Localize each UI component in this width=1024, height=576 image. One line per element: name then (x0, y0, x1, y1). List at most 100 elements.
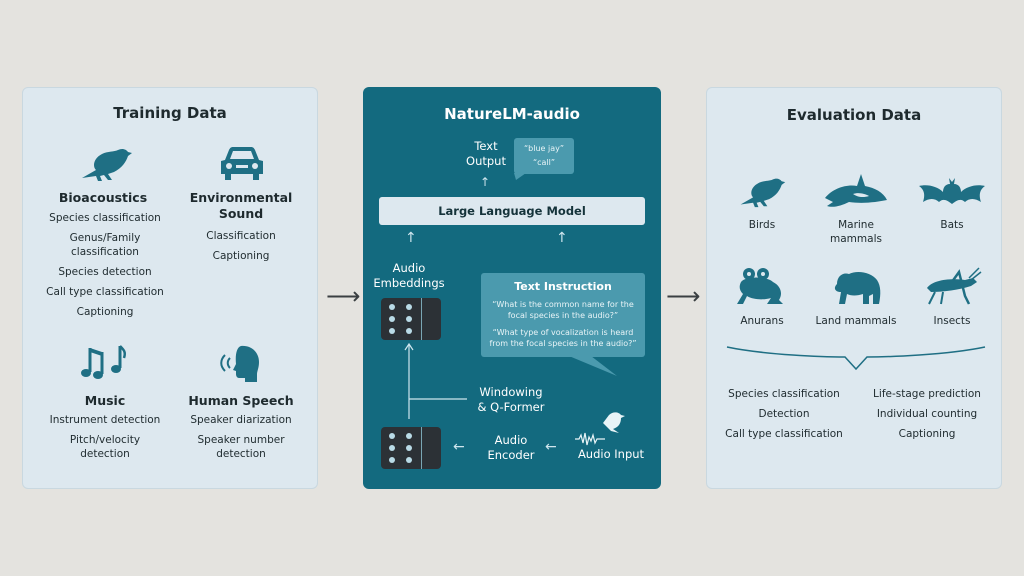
large-language-model-box: Large Language Model (379, 197, 645, 225)
model-title: NatureLM-audio (444, 105, 580, 123)
windowing-line: & Q-Former (477, 400, 545, 414)
arrow-right-icon: ⟶ (326, 282, 361, 310)
eval-task: Life-stage prediction (873, 388, 981, 400)
chimpanzee-icon (834, 272, 881, 304)
vertical-flow-line (404, 342, 414, 419)
training-data-panel: Training Data Bioacoustics Species class… (22, 87, 318, 489)
audio-encoder-label: Audio Encoder (481, 433, 541, 463)
encoder-dot (389, 445, 395, 451)
bio-item: Call type classification (46, 286, 164, 298)
output-example: “call” (532, 158, 556, 167)
environmental-list: Classification Captioning (183, 229, 299, 263)
evaluation-data-panel: Evaluation Data Birds Marine mammals Bat… (706, 87, 1002, 489)
embedding-dot (406, 304, 412, 310)
encoder-dot (406, 445, 412, 451)
bird-waveform-icon (575, 412, 625, 446)
instruction-question: focal species in the audio?” (507, 311, 619, 320)
encoder-dot (389, 433, 395, 439)
bird-icon (740, 178, 786, 208)
arrow-left-icon: ← (453, 439, 465, 455)
windowing-line: Windowing (479, 385, 543, 399)
audio-embeddings-label: Audio Embeddings (369, 261, 449, 291)
env-title-line: Sound (218, 206, 264, 221)
instruction-question: from the focal species in the audio?” (489, 339, 637, 348)
eval-tasks-left: Species classification Detection Call ty… (715, 384, 853, 444)
env-item: Classification (206, 230, 276, 242)
music-list: Instrument detection Pitch/velocity dete… (43, 413, 167, 461)
embedding-dot (389, 328, 395, 334)
encoder-dot (406, 457, 412, 463)
eval-task: Species classification (728, 388, 840, 400)
windowing-qformer-label: Windowing & Q-Former (469, 385, 553, 415)
bat-icon (919, 178, 985, 204)
curly-brace (726, 346, 986, 371)
text-output-label: Text Output (451, 139, 521, 169)
bio-item: Species detection (58, 266, 152, 278)
bio-item: classification (71, 246, 139, 258)
env-item: Captioning (212, 250, 270, 262)
music-label: Music (84, 393, 126, 408)
embedding-dot (406, 328, 412, 334)
embedding-dot (406, 316, 412, 322)
bubble-tail (514, 173, 526, 180)
encoder-line: Audio (494, 433, 528, 447)
speech-item: Speaker diarization (190, 414, 292, 426)
bioacoustics-list: Species classification Genus/Family clas… (43, 211, 167, 319)
environmental-sound-label: Environmental Sound (183, 190, 299, 222)
animal-label-line: Marine (838, 219, 874, 231)
animal-label: Birds (748, 219, 776, 231)
arrow-left-icon: ← (545, 439, 557, 455)
audio-encoder-block (381, 427, 441, 469)
eval-task: Detection (758, 408, 810, 420)
speech-item: Speaker number (197, 434, 285, 446)
encoder-line: Encoder (487, 448, 535, 462)
horizontal-flow-line (409, 398, 467, 400)
evaluation-data-title: Evaluation Data (786, 106, 922, 124)
text-instruction-bubble: Text Instruction “What is the common nam… (481, 273, 645, 357)
encoder-separator (421, 427, 422, 469)
music-notes-icon (81, 345, 127, 379)
animal-label: Bats (940, 219, 964, 231)
audio-emb-line: Embeddings (373, 276, 445, 290)
grasshopper-icon (927, 267, 982, 305)
animal-label: Insects (933, 315, 971, 327)
bioacoustics-label: Bioacoustics (58, 190, 148, 205)
animal-label: Anurans (740, 315, 784, 327)
animal-label: Land mammals (815, 315, 897, 327)
animal-label-line: mammals (830, 233, 882, 245)
car-icon (221, 147, 263, 180)
orca-icon (825, 174, 887, 207)
instruction-question: “What type of vocalization is heard (492, 328, 634, 337)
env-title-line: Environmental (189, 190, 293, 205)
embedding-separator (421, 298, 422, 340)
naturelm-audio-panel: NatureLM-audio Text Output “blue jay” “c… (363, 87, 661, 489)
speech-list: Speaker diarization Speaker number detec… (183, 413, 299, 461)
bio-item: Genus/Family (69, 232, 141, 244)
bird-icon (82, 148, 132, 181)
arrow-up-icon: ↑ (556, 230, 568, 246)
text-output-line: Text (474, 139, 498, 153)
encoder-dot (389, 457, 395, 463)
eval-tasks-right: Life-stage prediction Individual countin… (857, 384, 997, 444)
arrow-up-icon: ↑ (405, 230, 417, 246)
text-output-line: Output (466, 154, 506, 168)
embedding-dot (389, 304, 395, 310)
output-bubble: “blue jay” “call” (514, 138, 574, 174)
frog-icon (737, 268, 783, 304)
output-example: “blue jay” (524, 144, 564, 153)
arrow-right-icon: ⟶ (666, 282, 701, 310)
audio-emb-line: Audio (392, 261, 426, 275)
speech-item: detection (216, 448, 266, 460)
instruction-question: “What is the common name for the (492, 300, 634, 309)
bio-item: Captioning (76, 306, 134, 318)
bio-item: Species classification (49, 212, 161, 224)
training-data-title: Training Data (113, 104, 227, 122)
bubble-tail (569, 356, 617, 376)
audio-input-label: Audio Input (577, 447, 645, 461)
encoder-dot (406, 433, 412, 439)
marine-mammals-label: Marine mammals (811, 218, 901, 246)
music-item: detection (80, 448, 130, 460)
music-item: Pitch/velocity (69, 434, 141, 446)
speaking-head-icon (220, 345, 259, 382)
human-speech-label: Human Speech (188, 393, 294, 408)
